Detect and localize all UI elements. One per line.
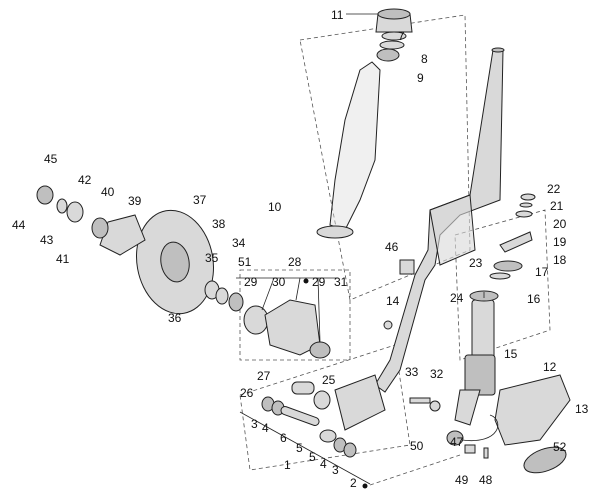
label-50: 50 [410,439,424,453]
axle-frame [239,344,411,471]
label-30: 30 [272,275,286,289]
label-17: 17 [535,265,549,279]
label-5-left: 5 [296,441,303,455]
fork-leg [374,47,505,393]
brake-disc [136,209,214,315]
label-49: 49 [455,473,469,487]
steering-column [316,8,413,239]
label-26: 26 [240,386,254,400]
label-39: 39 [128,194,142,208]
leader-lines [236,13,485,485]
label-10: 10 [268,200,282,214]
label-19: 19 [553,235,567,249]
label-47: 47 [450,435,464,449]
label-7: 7 [398,29,405,43]
caliper-frame [239,269,351,361]
bottom-guide [369,454,461,486]
label-41: 41 [56,252,70,266]
shock-absorber [454,290,499,426]
label-37: 37 [193,193,207,207]
label-4-right: 4 [320,457,327,471]
label-23: 23 [469,256,483,270]
label-34: 34 [232,236,246,250]
label-3-left: 3 [251,417,258,431]
label-52: 52 [553,440,567,454]
label-12: 12 [543,360,557,374]
label-24: 24 [450,291,464,305]
label-36: 36 [168,311,182,325]
label-4-left: 4 [262,421,269,435]
label-31: 31 [334,275,348,289]
wheel-hub [36,185,146,256]
top-right-hardware [399,193,536,280]
label-44: 44 [12,218,26,232]
label-2: 2 [350,476,357,490]
label-5-right: 5 [309,450,316,464]
reference-dot-caliper [303,278,309,284]
label-29-right: 29 [312,275,326,289]
label-28: 28 [288,255,302,269]
label-48: 48 [479,473,493,487]
label-46: 46 [385,240,399,254]
label-18: 18 [553,253,567,267]
label-42: 42 [78,173,92,187]
label-38: 38 [212,217,226,231]
hub-spacers [204,280,244,312]
label-1: 1 [284,458,291,472]
label-25: 25 [322,373,336,387]
label-35: 35 [205,251,219,265]
label-51: 51 [238,255,252,269]
label-6: 6 [280,431,287,445]
label-11: 11 [331,8,344,22]
label-13: 13 [575,402,589,416]
label-27: 27 [257,369,271,383]
label-16: 16 [527,292,541,306]
label-3-right: 3 [332,463,339,477]
fender-bracket [383,320,571,474]
label-22: 22 [547,182,561,196]
right-fork-frame [454,209,551,361]
label-14: 14 [386,294,400,308]
part-labels: 11 7 8 9 10 22 21 20 19 18 17 16 23 24 4… [12,8,589,490]
label-43: 43 [40,233,54,247]
label-32: 32 [430,367,444,381]
label-45: 45 [44,152,58,166]
label-9: 9 [417,71,424,85]
label-40: 40 [101,185,115,199]
label-33: 33 [405,365,419,379]
label-15: 15 [504,347,518,361]
label-20: 20 [553,217,567,231]
label-21: 21 [550,199,564,213]
label-29-left: 29 [244,275,258,289]
brake-caliper [243,299,331,359]
axle-assembly [261,374,386,458]
reference-dot [362,483,368,489]
label-8: 8 [421,52,428,66]
